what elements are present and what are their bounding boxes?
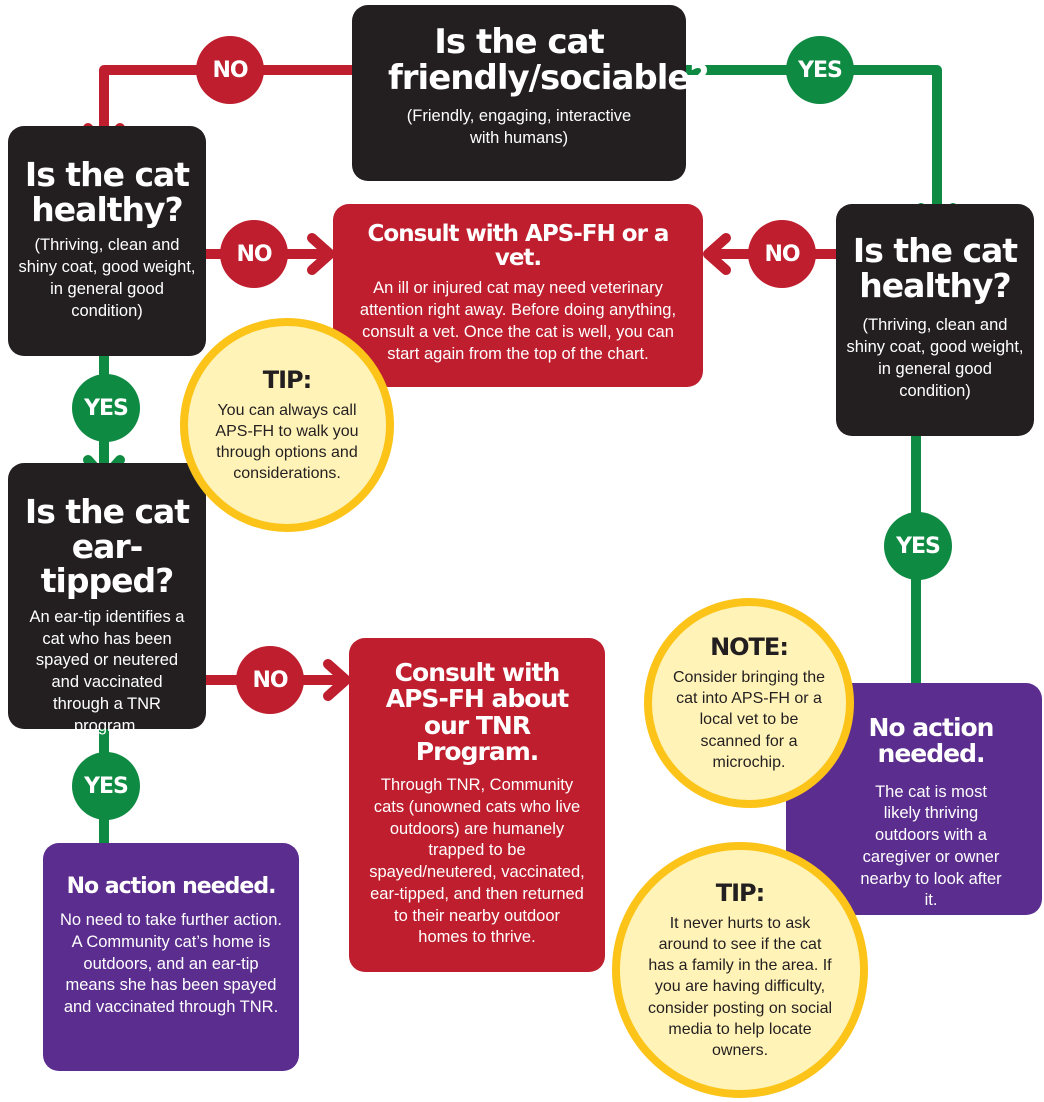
node-no-action-left: No action needed. No need to take furthe… [43, 843, 299, 1071]
node-description: (Thriving, clean and shiny coat, good we… [846, 316, 1024, 400]
badge-no: NO [220, 220, 288, 288]
node-title: Is the cat healthy? [852, 231, 1018, 305]
callout-tip-social: TIP: It never hurts to ask around to see… [612, 842, 868, 1098]
node-title: Is the cat ear-tipped? [24, 492, 190, 601]
node-description: No need to take further action. A Commun… [60, 911, 282, 1017]
node-description: An ill or injured cat may need veterinar… [359, 279, 677, 363]
callout-title: TIP: [262, 365, 312, 394]
node-consult-vet: Consult with APS-FH or a vet. An ill or … [333, 204, 703, 387]
node-description: (Friendly, engaging, interactive with hu… [406, 107, 632, 148]
node-consult-tnr: Consult with APS-FH about our TNR Progra… [349, 638, 605, 972]
callout-text: You can always call APS-FH to walk you t… [215, 401, 359, 483]
arrow-head [703, 233, 731, 275]
node-title: No action needed. [868, 713, 995, 769]
node-healthy-left: Is the cat healthy? (Thriving, clean and… [8, 126, 206, 356]
node-title: No action needed. [66, 874, 277, 899]
badge-no: NO [236, 646, 304, 714]
connector-friendly-yes [685, 65, 942, 210]
node-description: An ear-tip identifies a cat who has been… [29, 607, 185, 735]
node-title: Consult with APS-FH about our TNR Progra… [385, 658, 569, 766]
badge-yes: YES [72, 374, 140, 442]
connector-friendly-no [99, 65, 355, 130]
callout-text: Consider bringing the cat into APS-FH or… [672, 669, 826, 771]
node-description: (Thriving, clean and shiny coat, good we… [18, 236, 196, 320]
badge-yes: YES [786, 36, 854, 104]
badge-yes: YES [72, 752, 140, 820]
callout-text: It never hurts to ask around to see if t… [647, 915, 833, 1059]
node-title: Is the cat healthy? [24, 155, 190, 229]
node-title: Is the cat friendly/sociable? [388, 22, 709, 98]
badge-yes: YES [884, 512, 952, 580]
arrow-head [323, 659, 351, 701]
node-healthy-right: Is the cat healthy? (Thriving, clean and… [836, 204, 1034, 436]
node-description: The cat is most likely thriving outdoors… [860, 782, 1002, 910]
callout-note: NOTE: Consider bringing the cat into APS… [644, 598, 854, 808]
callout-title: NOTE: [710, 633, 789, 662]
badge-no: NO [196, 36, 264, 104]
callout-title: TIP: [715, 879, 765, 908]
node-ear-tipped: Is the cat ear-tipped? An ear-tip identi… [8, 463, 206, 735]
arrow-head [307, 233, 335, 275]
badge-no: NO [748, 220, 816, 288]
node-friendly: Is the cat friendly/sociable? (Friendly,… [352, 5, 709, 181]
node-description: Through TNR, Community cats (unowned cat… [369, 776, 585, 947]
callout-tip-call: TIP: You can always call APS-FH to walk … [180, 318, 394, 532]
node-title: Consult with APS-FH or a vet. [367, 221, 670, 272]
